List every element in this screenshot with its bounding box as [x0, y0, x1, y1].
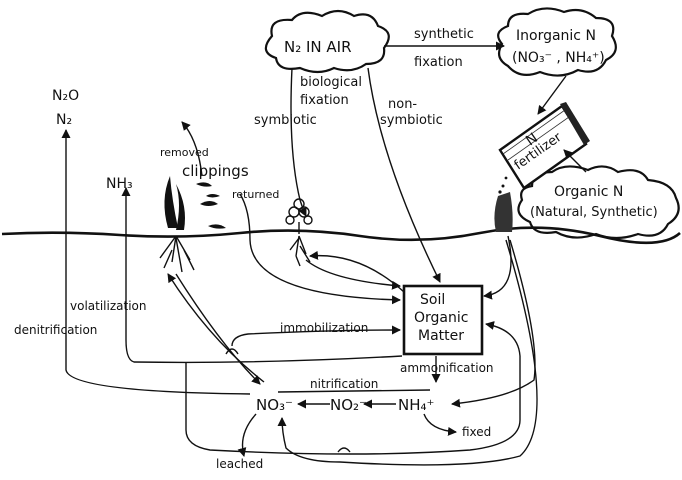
returned-label: returned [232, 188, 279, 201]
fixed-label: fixed [462, 425, 491, 439]
nh3-label: NH₃ [106, 176, 133, 192]
soil-om-label-1: Soil [420, 292, 445, 308]
immobilization-label: immobilization [280, 321, 368, 335]
n2-in-air-label: N₂ IN AIR [284, 38, 352, 56]
fertilizer-granules-icon [494, 176, 513, 232]
biological-fixation-label: biological [300, 75, 362, 90]
denitrification-label: denitrification [14, 323, 97, 337]
fertilizer-bag-icon [498, 102, 590, 190]
synthetic-fixation-label: synthetic [414, 27, 474, 42]
soil-om-label-2: Organic [414, 310, 468, 326]
n2-label: N₂ [56, 112, 72, 128]
inorganic-n-cloud [497, 7, 617, 77]
soil-om-label-3: Matter [418, 328, 464, 344]
grass-plant-icon [159, 176, 226, 273]
organic-n-label: Organic N [554, 184, 623, 200]
organic-n-sources: (Natural, Synthetic) [530, 205, 658, 220]
inorganic-n-formula: (NO₃⁻ , NH₄⁺) [512, 50, 605, 66]
organic-n-cloud [517, 165, 680, 240]
non-symbiotic-label: non- [388, 97, 417, 112]
removed-label: removed [160, 146, 209, 159]
clippings-label: clippings [182, 162, 249, 180]
soil-surface-line [1, 226, 681, 245]
no2-label: NO₂⁻ [330, 396, 367, 414]
symbiotic-label: symbiotic [254, 113, 317, 128]
soil-organic-matter-box [402, 284, 484, 356]
synthetic-fixation-label-2: fixation [414, 55, 463, 70]
non-symbiotic-label-2: symbiotic [380, 113, 443, 128]
flow-arrows [61, 41, 587, 466]
biological-fixation-label-2: fixation [300, 93, 349, 108]
n2o-label: N₂O [52, 88, 79, 104]
legume-plant-icon [285, 198, 313, 267]
n2-in-air-cloud [264, 9, 390, 74]
inorganic-n-label: Inorganic N [516, 28, 596, 44]
no3-label: NO₃⁻ [256, 396, 293, 414]
leached-label: leached [216, 457, 263, 471]
ammonification-label: ammonification [400, 361, 494, 375]
nh4-label: NH₄⁺ [398, 396, 434, 414]
volatilization-label: volatilization [70, 299, 146, 313]
nitrification-label: nitrification [310, 377, 378, 391]
